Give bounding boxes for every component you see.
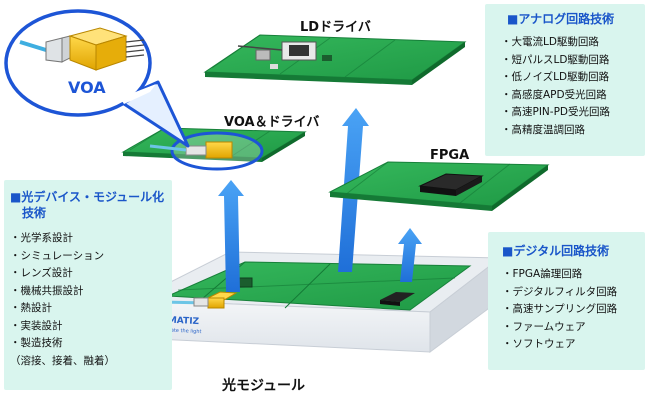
list-item: ・低ノイズLD駆動回路 xyxy=(501,71,610,83)
device-panel-title-1: ■光デバイス・モジュール化 xyxy=(10,190,165,204)
list-item: （溶接、接着、融着） xyxy=(10,354,115,367)
fpga-pcb xyxy=(328,161,550,211)
arrow-to-voa xyxy=(218,180,244,292)
list-item: ・デジタルフィルタ回路 xyxy=(502,285,618,298)
device-panel: ■光デバイス・モジュール化 技術 ・光学系設計 ・シミュレーション ・レンズ設計… xyxy=(4,180,172,390)
list-item: ・大電流LD駆動回路 xyxy=(501,36,599,48)
list-item: ・実装設計 xyxy=(10,319,63,332)
digital-panel: ■デジタル回路技術 ・FPGA論理回路 ・デジタルフィルタ回路 ・高速サンプリン… xyxy=(488,232,645,370)
ld-driver-pcb xyxy=(203,34,467,85)
list-item: ・光学系設計 xyxy=(10,232,73,244)
list-item: ・ソフトウェア xyxy=(502,338,576,350)
label-optical-module: 光モジュール xyxy=(222,378,306,394)
list-item: ・FPGA論理回路 xyxy=(502,268,583,280)
device-panel-title-2: 技術 xyxy=(10,206,47,220)
list-item: ・ファームウェア xyxy=(502,320,586,333)
voa-callout xyxy=(4,9,190,148)
device-panel-list: ・光学系設計 ・シミュレーション ・レンズ設計 ・機械共振設計 ・熱設計 ・実装… xyxy=(10,230,115,370)
list-item: ・高精度温調回路 xyxy=(501,123,585,136)
list-item: ・機械共振設計 xyxy=(10,284,84,297)
analog-panel-title: ■アナログ回路技術 xyxy=(507,12,615,26)
list-item: ・高感度APD受光回路 xyxy=(501,88,607,101)
list-item: ・シミュレーション xyxy=(10,249,105,262)
analog-panel-list: ・大電流LD駆動回路 ・短パルスLD駆動回路 ・低ノイズLD駆動回路 ・高感度A… xyxy=(501,34,610,139)
list-item: ・熱設計 xyxy=(10,302,52,314)
label-voa-callout: VOA xyxy=(68,78,106,97)
arrow-to-fpga xyxy=(398,228,422,282)
list-item: ・レンズ設計 xyxy=(10,267,73,279)
optical-module-box xyxy=(133,251,502,353)
digital-panel-list: ・FPGA論理回路 ・デジタルフィルタ回路 ・高速サンプリング回路 ・ファームウ… xyxy=(502,266,617,354)
analog-panel: ■アナログ回路技術 ・大電流LD駆動回路 ・短パルスLD駆動回路 ・低ノイズLD… xyxy=(485,4,645,156)
list-item: ・高速PIN-PD受光回路 xyxy=(501,106,610,118)
label-fpga: FPGA xyxy=(430,148,470,163)
label-voa-driver: VOA＆ドライバ xyxy=(224,115,320,130)
list-item: ・短パルスLD駆動回路 xyxy=(501,53,610,66)
list-item: ・高速サンプリング回路 xyxy=(502,303,618,315)
label-ld-driver: LDドライバ xyxy=(300,20,371,35)
module-fpga-chip xyxy=(380,292,415,302)
list-item: ・製造技術 xyxy=(10,337,63,349)
digital-panel-title: ■デジタル回路技術 xyxy=(502,244,610,258)
